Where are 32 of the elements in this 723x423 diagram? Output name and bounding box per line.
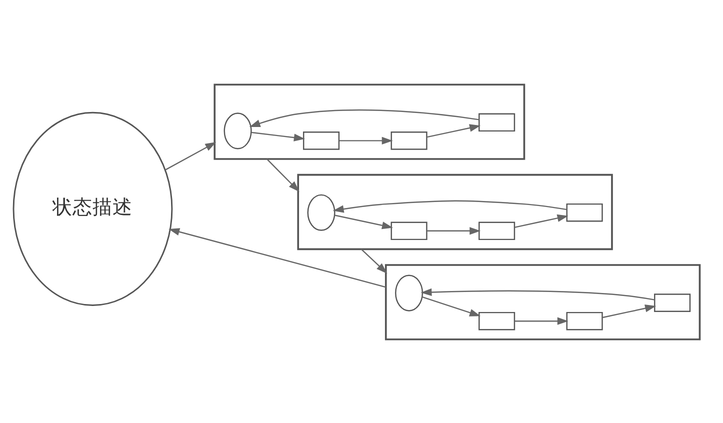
- node-box: [566, 202, 603, 222]
- arrow: [334, 214, 394, 229]
- node-box: [478, 221, 516, 240]
- arrow: [164, 142, 216, 170]
- arrow: [360, 248, 388, 274]
- arrow: [168, 228, 386, 288]
- arrow: [514, 316, 568, 324]
- arrow: [426, 124, 481, 138]
- arrow: [514, 214, 568, 228]
- node-ellipse: 状态描述: [12, 111, 173, 306]
- arrow: [339, 136, 393, 144]
- cluster: [297, 173, 613, 250]
- node-box: [390, 131, 428, 150]
- arrow: [249, 108, 480, 127]
- arrow: [266, 158, 300, 192]
- node-circle: [395, 274, 424, 311]
- arrow: [251, 131, 305, 141]
- node-box: [566, 311, 603, 330]
- arrow: [602, 304, 656, 318]
- arrow: [332, 200, 567, 212]
- arrow: [420, 288, 655, 300]
- node-box: [478, 311, 516, 330]
- node-box: [390, 221, 428, 240]
- node-circle: [307, 194, 336, 230]
- cluster: [384, 264, 701, 340]
- node-box: [303, 131, 340, 150]
- cluster: [214, 83, 526, 160]
- node-box: [654, 293, 691, 312]
- node-box: [478, 112, 516, 132]
- arrow: [422, 296, 481, 316]
- arrow: [427, 226, 481, 234]
- node-circle: [224, 112, 252, 149]
